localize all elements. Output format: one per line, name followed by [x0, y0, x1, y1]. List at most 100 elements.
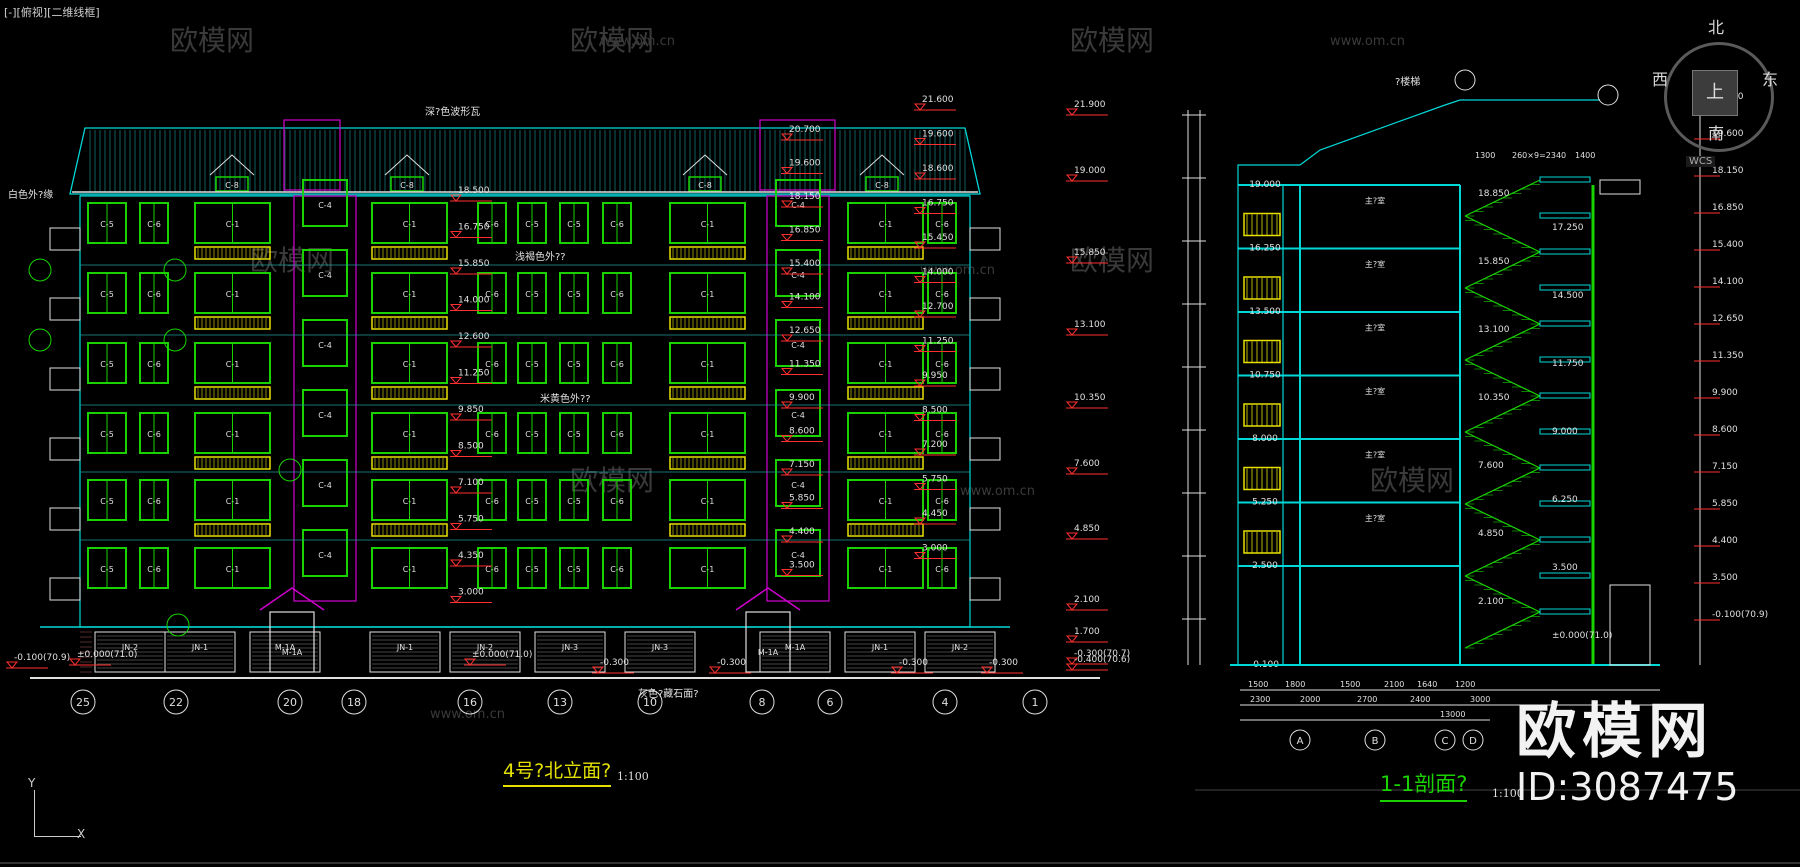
section-dim: 3000 [1470, 695, 1490, 704]
side-balcony [49, 367, 81, 391]
elevation-level-mid-b: 5.850 [789, 494, 815, 504]
viewcube[interactable]: 北 南 西 东 上 WCS [1650, 18, 1790, 167]
section-level-left: 8.000 [1252, 434, 1278, 444]
stair-pilaster [766, 195, 830, 602]
compass-west[interactable]: 西 [1652, 70, 1669, 89]
axis-bubble [637, 689, 663, 715]
ground-level-zero-b: ±0.000(71.0) [472, 650, 532, 660]
section-axis-label: D [1469, 736, 1477, 747]
level-marker [913, 172, 927, 180]
level-marker [449, 413, 463, 421]
entry-pediment [259, 587, 325, 611]
window-code: C-4 [791, 201, 805, 210]
watermark-brand: 欧模网 [1516, 697, 1714, 767]
garage-door [164, 631, 236, 673]
level-marker [1065, 256, 1079, 264]
elevation-level-inner: 14.000 [922, 268, 954, 278]
window-code: C-6 [147, 497, 161, 506]
ground-level-zero: ±0.000(71.0) [77, 650, 137, 660]
section-dim: 2400 [1410, 695, 1430, 704]
stair-dim: 260×9=2340 [1512, 151, 1566, 160]
level-marker [913, 103, 927, 111]
level-marker [780, 502, 794, 510]
axis-bubble [277, 689, 303, 715]
stair-landing [1539, 212, 1591, 219]
window-code: C-1 [879, 290, 893, 299]
detail-callout [28, 258, 52, 282]
window-code: C-4 [318, 271, 332, 280]
stair-dim: 1300 [1475, 151, 1495, 160]
side-balcony [969, 507, 1001, 531]
axis-label: 13 [553, 696, 567, 709]
window-code: C-6 [485, 220, 499, 229]
compass-south[interactable]: 南 [1708, 124, 1725, 143]
axis-label: 20 [283, 696, 297, 709]
section-level-stair: 15.850 [1478, 257, 1510, 267]
elevation-title: 4号?北立面? [503, 756, 612, 787]
elevation-level-mid-b: 8.600 [789, 427, 815, 437]
axis-bubble [341, 689, 367, 715]
balcony-rail [371, 523, 448, 537]
stair-window [302, 179, 348, 227]
balcony-rail [669, 316, 746, 330]
balcony-rail [194, 316, 271, 330]
window-code: C-6 [485, 430, 499, 439]
dormer-gable [682, 154, 728, 176]
level-marker [449, 231, 463, 239]
dormer-code: C-8 [225, 181, 239, 190]
window-code: C-1 [403, 220, 417, 229]
section-level-right: 14.100 [1712, 277, 1744, 287]
balcony-rail [371, 386, 448, 400]
section-level-right: 16.850 [1712, 203, 1744, 213]
garage-code: JN-3 [561, 643, 578, 652]
balcony-rail [194, 246, 271, 260]
level-marker [780, 401, 794, 409]
balcony-rail [847, 316, 924, 330]
garage-code: JN-2 [121, 643, 138, 652]
axis-label: 16 [463, 696, 477, 709]
level-marker [780, 468, 794, 476]
viewcube-top-face[interactable]: 上 [1692, 70, 1738, 116]
window-code: C-5 [100, 497, 114, 506]
balcony-rail [194, 386, 271, 400]
viewcube-compass-ring[interactable] [1664, 42, 1774, 152]
wcs-menu[interactable]: WCS [1686, 156, 1716, 167]
section-level-stair: 18.850 [1478, 189, 1510, 199]
window-code: C-5 [525, 360, 539, 369]
axis-label: 25 [76, 696, 90, 709]
balcony-rail [669, 523, 746, 537]
viewport-label[interactable]: [-][俯视][二维线框] [4, 6, 100, 19]
level-marker [1065, 635, 1079, 643]
roof-note: 深?色波形瓦 [425, 105, 480, 118]
paint-note: 米黄色外?? [540, 392, 591, 405]
compass-east[interactable]: 东 [1762, 70, 1779, 89]
garage-door [624, 631, 696, 673]
side-balcony [49, 437, 81, 461]
garage-code: JN-1 [396, 643, 413, 652]
axis-bubble [817, 689, 843, 715]
section-level-right: 8.600 [1712, 425, 1738, 435]
level-marker [449, 340, 463, 348]
level-marker [449, 559, 463, 567]
window-code: C-6 [935, 290, 949, 299]
watermark-ghost: 欧模网 [1070, 24, 1154, 57]
side-balcony [49, 577, 81, 601]
level-marker [780, 133, 794, 141]
window-code: C-1 [403, 290, 417, 299]
window-code: C-1 [879, 360, 893, 369]
detail-callout [163, 328, 187, 352]
elevation-level-mid: 12.600 [458, 332, 490, 342]
elevation-level-mid: 11.250 [458, 369, 490, 379]
stair-window [302, 249, 348, 297]
level-marker [913, 276, 927, 284]
garage-code: JN-3 [651, 643, 668, 652]
section-level-right: 15.400 [1712, 240, 1744, 250]
elevation-level-mid: 18.500 [458, 186, 490, 196]
section-callout [1454, 69, 1476, 91]
section-level-stair: ±0.000(71.0) [1552, 631, 1612, 641]
level-marker [1065, 603, 1079, 611]
compass-north[interactable]: 北 [1708, 18, 1725, 37]
window-code: C-6 [610, 430, 624, 439]
garage-code: M-1A [785, 643, 806, 652]
